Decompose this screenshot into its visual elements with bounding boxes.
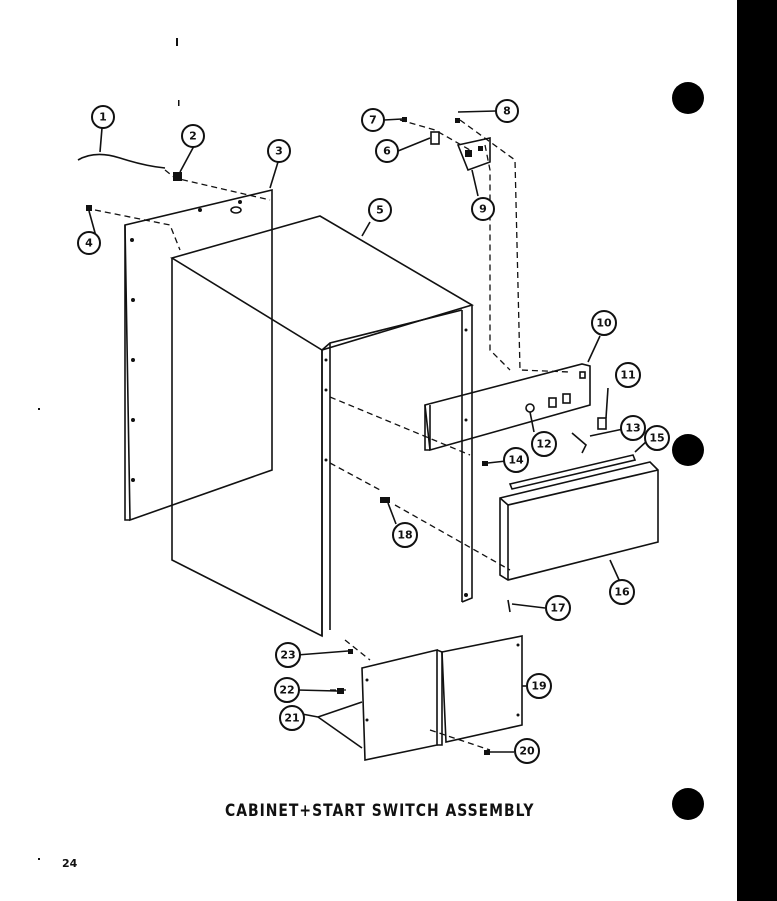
svg-text:10: 10 [596,317,612,330]
callout-8: 8 [495,99,519,123]
callout-14: 14 [503,447,529,473]
callout-2: 2 [181,124,205,148]
callout-12: 12 [531,431,557,457]
switch-bracket [402,117,491,172]
svg-text:14: 14 [508,454,524,467]
callout-19: 19 [526,673,552,699]
callout-16: 16 [609,579,635,605]
grommet [173,172,182,181]
svg-text:13: 13 [625,422,640,435]
svg-text:9: 9 [479,203,487,216]
drawer-front [499,461,659,581]
svg-text:7: 7 [369,114,377,127]
callout-23: 23 [275,642,301,668]
screw-item-20 [484,750,490,755]
svg-text:21: 21 [284,712,299,725]
diagram-title: CABINET+START SWITCH ASSEMBLY [225,801,535,821]
svg-text:18: 18 [397,529,412,542]
scan-marks [38,38,180,860]
callout-10: 10 [591,310,617,336]
callout-21: 21 [279,705,305,731]
svg-text:20: 20 [519,745,535,758]
control-panel [424,363,591,452]
binding-edge [737,0,777,901]
svg-text:3: 3 [275,145,283,158]
callout-20: 20 [514,738,540,764]
screw-item-14 [482,461,488,466]
hinge-pin [380,497,390,503]
callout-5: 5 [368,198,392,222]
back-panel [124,188,273,522]
callout-3: 3 [267,139,291,163]
svg-text:22: 22 [279,684,294,697]
svg-text:5: 5 [376,204,384,217]
svg-text:19: 19 [531,680,546,693]
switch-knob [597,417,607,430]
binder-hole-top [672,82,704,114]
callout-11: 11 [615,362,641,388]
callout-layer: 1 2 3 4 5 6 7 8 9 10 11 12 13 14 15 16 1… [77,99,670,764]
fastener-item-17 [507,599,511,613]
svg-text:15: 15 [649,432,664,445]
callout-9: 9 [471,197,495,221]
svg-text:1: 1 [99,111,107,124]
callout-1: 1 [91,105,115,129]
callout-15: 15 [644,425,670,451]
svg-text:4: 4 [85,237,93,250]
screw-item-22 [337,688,344,694]
callout-7: 7 [361,108,385,132]
base-panels [317,635,523,761]
callout-6: 6 [375,139,399,163]
svg-text:2: 2 [189,130,197,143]
svg-text:16: 16 [614,586,630,599]
cabinet-body [170,215,474,638]
svg-text:23: 23 [280,649,295,662]
binder-hole-middle [672,434,704,466]
callout-17: 17 [545,595,571,621]
svg-text:12: 12 [536,438,551,451]
svg-text:8: 8 [503,105,511,118]
svg-text:17: 17 [550,602,565,615]
leader-lines [88,110,649,753]
callout-18: 18 [392,522,418,548]
page-number: 24 [62,857,78,870]
screw-item-23 [348,649,353,654]
binder-hole-bottom [672,788,704,820]
clip [571,432,587,454]
svg-text:11: 11 [620,369,635,382]
trim-strip [508,454,637,490]
callout-13: 13 [620,415,646,441]
callout-4: 4 [77,231,101,255]
svg-text:6: 6 [383,145,391,158]
callout-22: 22 [274,677,300,703]
screw-item-4 [86,205,92,211]
power-cord [77,127,166,169]
